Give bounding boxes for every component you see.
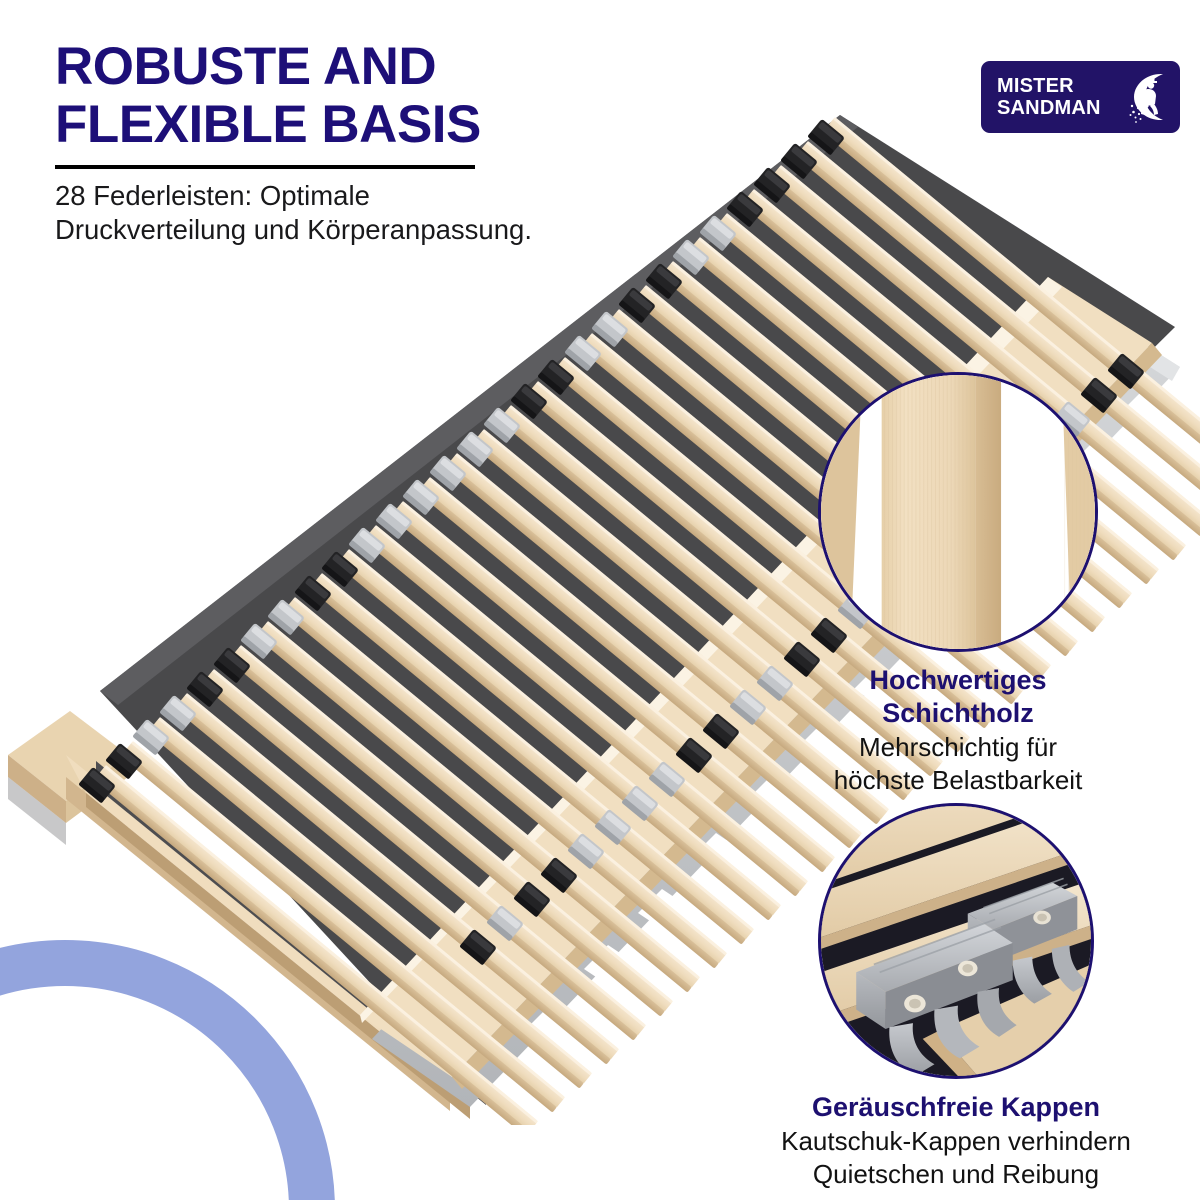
page-title: ROBUSTE AND FLEXIBLE BASIS: [55, 37, 481, 154]
title-divider: [55, 165, 475, 169]
brand-name: MISTER SANDMAN: [997, 75, 1101, 119]
brand-logo: MISTER SANDMAN: [981, 61, 1180, 133]
callout-wood-image: [818, 372, 1098, 652]
callout-wood-description: Mehrschichtig für höchste Belastbarkeit: [833, 732, 1083, 795]
callout-caps-title: Geräuschfreie Kappen: [811, 1092, 1101, 1122]
callout-caps: Geräuschfreie Kappen Kautschuk-Kappen ve…: [781, 803, 1131, 1189]
callout-wood-title: Hochwertiges Schichtholz: [869, 665, 1047, 728]
callout-caps-description: Kautschuk-Kappen verhindern Quietschen u…: [781, 1126, 1131, 1189]
headline-block: ROBUSTE AND FLEXIBLE BASIS 28 Federleist…: [55, 38, 675, 247]
callout-caps-text: Geräuschfreie Kappen Kautschuk-Kappen ve…: [700, 1081, 1200, 1191]
callout-wood: Hochwertiges Schichtholz Mehrschichtig f…: [818, 372, 1098, 795]
callout-caps-image: [818, 803, 1094, 1079]
callout-wood-text: Hochwertiges Schichtholz Mehrschichtig f…: [748, 654, 1168, 797]
moon-sandman-icon: [1118, 70, 1170, 124]
page-subtitle: 28 Federleisten: Optimale Druckverteilun…: [55, 180, 532, 245]
